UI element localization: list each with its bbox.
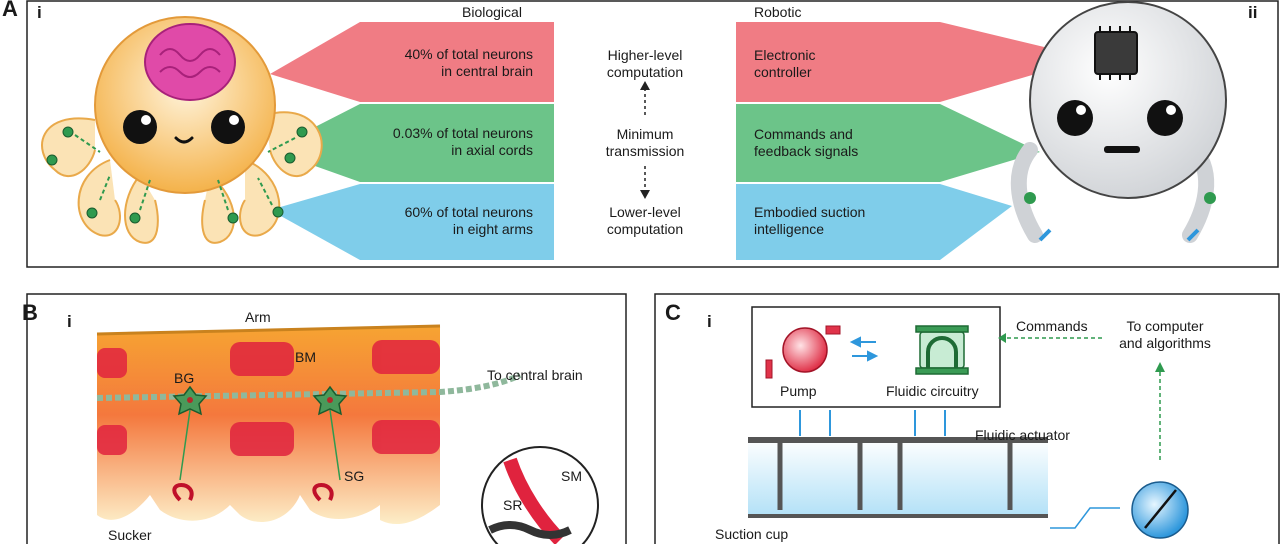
commands-label: Commands: [1016, 318, 1088, 334]
panel-a-letter: A: [2, 0, 18, 21]
sm-label: SM: [561, 468, 582, 484]
arm-label: Arm: [245, 309, 271, 325]
bg-label: BG: [174, 370, 195, 386]
biological-header: Biological: [462, 4, 522, 20]
arm-cross-section: [96, 324, 599, 544]
sr-label: SR: [503, 497, 523, 513]
fluidic-circuit-icon: [915, 325, 969, 375]
sucker-label: Sucker: [108, 527, 152, 543]
pump-label: Pump: [780, 383, 817, 399]
band-robot-signals: [736, 104, 1040, 182]
band-bio-brain: [270, 22, 554, 102]
panel-c-sub-i: i: [707, 312, 712, 331]
suction-cup-label: Suction cup: [715, 526, 789, 542]
panel-b-frame: [26, 293, 627, 544]
panel-b-letter: B: [22, 300, 38, 325]
actuator-array: [748, 410, 1048, 518]
panel-c-letter: C: [665, 300, 681, 325]
panel-a-frame: [26, 0, 1279, 268]
pump-icon: [765, 325, 841, 379]
fluidic-actuator-label: Fluidic actuator: [975, 427, 1070, 443]
band-bio-cords: [270, 104, 554, 182]
octopus-illustration: [41, 16, 323, 244]
bm-label: BM: [295, 349, 316, 365]
robotic-header: Robotic: [754, 4, 802, 20]
band-robot-controller: [736, 22, 1090, 102]
panel-a-sub-ii: ii: [1248, 3, 1258, 22]
chip-icon: [1094, 31, 1138, 75]
panel-c-frame: [654, 293, 1280, 544]
panel-b-sub-i: i: [67, 312, 72, 331]
robot-illustration: [1010, 1, 1227, 243]
fluidic-circuitry-label: Fluidic circuitry: [886, 383, 979, 399]
panel-a-sub-i: i: [37, 3, 42, 22]
to-central-brain-label: To central brain: [487, 367, 583, 383]
sg-label: SG: [344, 468, 365, 484]
band-bio-arms: [270, 184, 554, 260]
band-robot-suction: [736, 184, 1012, 260]
